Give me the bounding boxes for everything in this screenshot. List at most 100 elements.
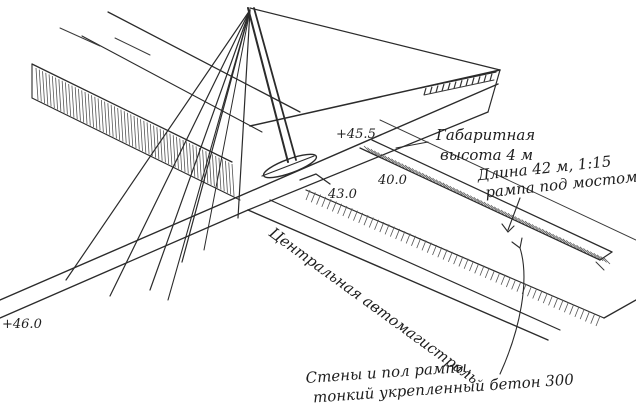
hatch-stroke <box>120 109 124 142</box>
railing-tick <box>429 86 433 94</box>
hatch-stroke <box>538 227 546 234</box>
hatch-stroke <box>537 290 543 301</box>
hatch-stroke <box>394 160 402 167</box>
hatch-stroke <box>497 208 504 215</box>
railing-tick <box>489 73 493 81</box>
hatch-stroke <box>42 71 45 104</box>
hatch-stroke <box>484 267 490 279</box>
left-embankment <box>31 63 241 201</box>
hatch-stroke <box>590 313 596 324</box>
hatch-stroke <box>456 188 463 196</box>
hatch-stroke <box>500 209 508 217</box>
hatch-stroke <box>153 125 156 158</box>
hatch-stroke <box>411 168 419 175</box>
hatch-stroke <box>545 230 552 238</box>
hatch-stroke <box>470 195 477 202</box>
hatch-stroke <box>218 157 222 190</box>
hatch-stroke <box>305 189 311 201</box>
hatch-stroke <box>579 246 587 254</box>
hatch-stroke <box>435 179 443 186</box>
railing-tick <box>477 76 481 84</box>
hatch-stroke <box>353 210 358 221</box>
hatch-stroke <box>74 87 78 120</box>
hatch-stroke <box>574 306 580 317</box>
hatch-stroke <box>518 217 525 225</box>
elevation-43-0: 43.0 <box>327 187 357 202</box>
hatch-stroke <box>35 67 39 101</box>
hatch-stroke <box>514 216 522 223</box>
hatch-stroke <box>363 145 371 153</box>
hatch-stroke <box>192 144 196 177</box>
hatch-stroke <box>469 260 474 272</box>
hatch-stroke <box>531 224 539 231</box>
hatch-stroke <box>415 169 422 177</box>
hatch-stroke <box>326 199 332 210</box>
hatch-stroke <box>136 117 140 150</box>
hatch-stroke <box>337 203 343 214</box>
hatch-stroke <box>476 198 484 206</box>
hatch-stroke <box>425 174 432 182</box>
hatch-stroke <box>185 141 189 174</box>
hatch-stroke <box>500 274 506 285</box>
hatch-stroke <box>603 257 611 265</box>
hatch-stroke <box>189 143 192 176</box>
hatch-stroke <box>572 243 580 250</box>
hatch-stroke <box>583 248 590 255</box>
hatch-stroke <box>576 244 583 252</box>
hatch-stroke <box>474 263 480 274</box>
railing-tick <box>459 80 463 88</box>
hatch-stroke <box>527 286 532 297</box>
hatch-stroke <box>563 302 569 313</box>
hatch-stroke <box>463 258 469 269</box>
hatch-stroke <box>596 254 604 262</box>
hatch-stroke <box>87 93 91 126</box>
hatch-stroke <box>368 217 374 228</box>
hatch-stroke <box>524 220 532 228</box>
hatch-stroke <box>195 146 199 179</box>
hatch-stroke <box>416 237 422 249</box>
hatch-stroke <box>45 72 49 105</box>
hatch-stroke <box>38 69 42 102</box>
hatch-stroke <box>439 180 446 188</box>
hatch-stroke <box>586 249 594 257</box>
hatch-stroke <box>473 196 480 204</box>
hatch-stroke <box>418 171 426 178</box>
elevation-40-0: 40.0 <box>377 173 407 188</box>
hatch-stroke <box>459 190 467 198</box>
hatch-stroke <box>495 272 501 283</box>
hatch-stroke <box>97 98 101 131</box>
annotation-arrows <box>395 141 525 375</box>
hatch-stroke <box>401 163 408 170</box>
hatch-stroke <box>542 228 549 236</box>
hatch-stroke <box>458 256 464 267</box>
hatch-stroke <box>579 308 585 320</box>
hatch-stroke <box>61 80 65 113</box>
hatch-stroke <box>172 135 176 168</box>
hatch-stroke <box>466 193 474 201</box>
hatch-stroke <box>58 79 62 112</box>
hatch-stroke <box>374 219 379 230</box>
hatch-stroke <box>411 235 416 246</box>
hatch-stroke <box>140 119 143 152</box>
hatch-stroke <box>542 292 548 304</box>
hatch-stroke <box>363 215 369 226</box>
hatch-stroke <box>521 219 528 226</box>
hatch-stroke <box>331 201 337 212</box>
hatch-stroke <box>71 85 75 118</box>
hatch-stroke <box>558 299 564 311</box>
hatch-stroke <box>398 161 405 169</box>
hatch-stroke <box>321 196 327 208</box>
hatch-stroke <box>487 203 494 210</box>
hatch-stroke <box>384 224 390 235</box>
hatch-stroke <box>548 232 556 239</box>
hatch-stroke <box>377 152 384 159</box>
railing-tick <box>423 87 427 96</box>
hatch-stroke <box>505 276 511 288</box>
hatch-stroke <box>452 187 460 194</box>
hatch-stroke <box>405 233 411 244</box>
hatch-stroke <box>593 252 600 260</box>
hatch-stroke <box>442 249 448 260</box>
hatch-stroke <box>442 182 450 190</box>
hatch-stroke <box>166 131 170 165</box>
